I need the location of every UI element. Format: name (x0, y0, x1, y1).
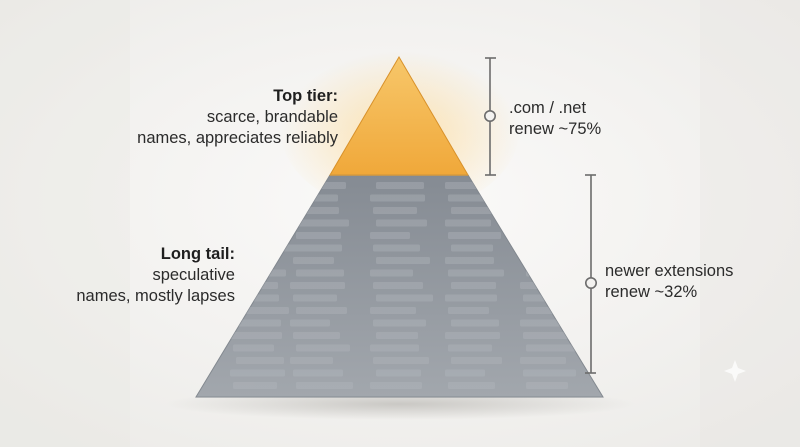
texture-block (233, 232, 283, 239)
texture-block (523, 219, 564, 227)
texture-block (526, 194, 571, 202)
texture-block (230, 182, 270, 189)
top-tier-extension-label: .com / .net renew ~75% (509, 98, 709, 140)
texture-block (233, 194, 280, 202)
long-tail-label: Long tail: speculative names, mostly lap… (0, 244, 235, 307)
long-tail-extension-label: newer extensions renew ~32% (605, 261, 795, 303)
top-tier-heading: Top tier: (273, 87, 338, 105)
top-tier-label: Top tier: scarce, brandable names, appre… (78, 86, 338, 149)
texture-block (526, 269, 577, 277)
long-tail-description: speculative names, mostly lapses (76, 266, 235, 305)
texture-block (230, 257, 276, 264)
top-tier-renewal-text: .com / .net renew ~75% (509, 99, 602, 138)
top-tier-description: scarce, brandable names, appreciates rel… (137, 108, 338, 147)
sparkle-icon (724, 360, 746, 382)
texture-block (520, 207, 572, 214)
texture-block (520, 244, 575, 252)
texture-block (523, 257, 567, 264)
texture-block (230, 219, 273, 227)
hollow-circle-icon (483, 110, 496, 123)
long-tail-bracket (584, 174, 597, 374)
long-tail-heading: Long tail: (160, 245, 235, 263)
top-tier-bracket (483, 57, 496, 176)
texture-block (523, 182, 579, 189)
texture-block (236, 207, 290, 214)
long-tail-renewal-text: newer extensions renew ~32% (605, 262, 734, 301)
hollow-circle-icon (584, 276, 597, 289)
texture-block (526, 232, 574, 239)
domain-name-texture (196, 175, 603, 397)
